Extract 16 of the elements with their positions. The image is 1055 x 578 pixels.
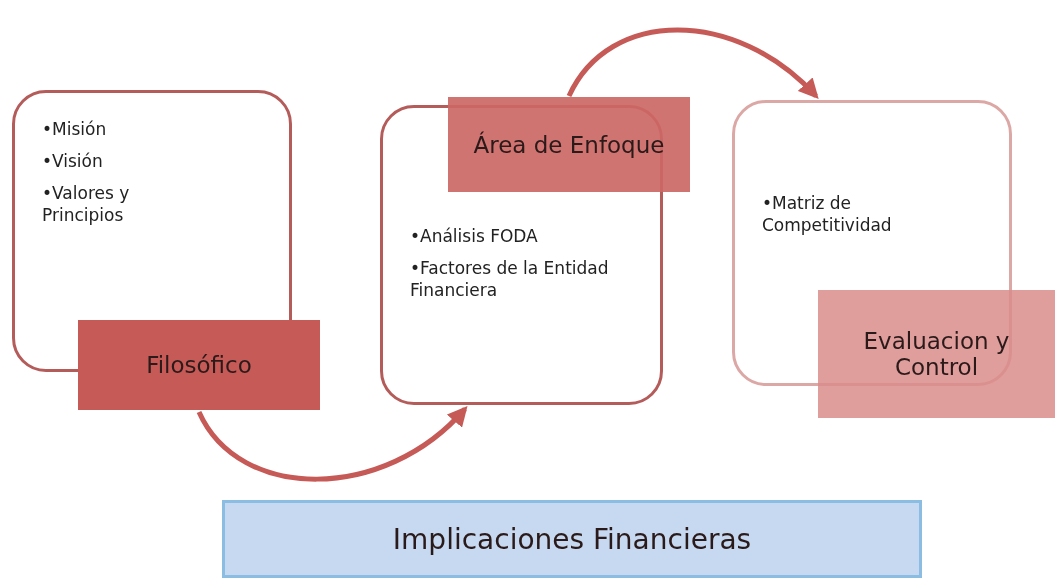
heading-text: Implicaciones Financieras (392, 522, 752, 556)
bullet-item: •Factores de la Entidad Financiera (410, 257, 610, 302)
bullet-item: •Valores y Principios (42, 182, 131, 227)
heading-tab: Filosófico (78, 320, 320, 410)
content-card (732, 100, 1055, 418)
bullet-item: •Misión (42, 118, 108, 141)
content-card (380, 97, 690, 407)
heading-tab: Evaluacion y Control (818, 290, 1055, 418)
summary-box (222, 500, 922, 578)
heading-tab: Área de Enfoque (448, 97, 690, 192)
bullet-item: •Análisis FODA (410, 225, 539, 248)
bullet-item: •Matriz de Competitividad (762, 192, 893, 237)
bullet-item: •Visión (42, 150, 104, 173)
curved-arrow (196, 406, 468, 482)
curved-arrow (566, 27, 819, 99)
content-card (12, 90, 320, 410)
